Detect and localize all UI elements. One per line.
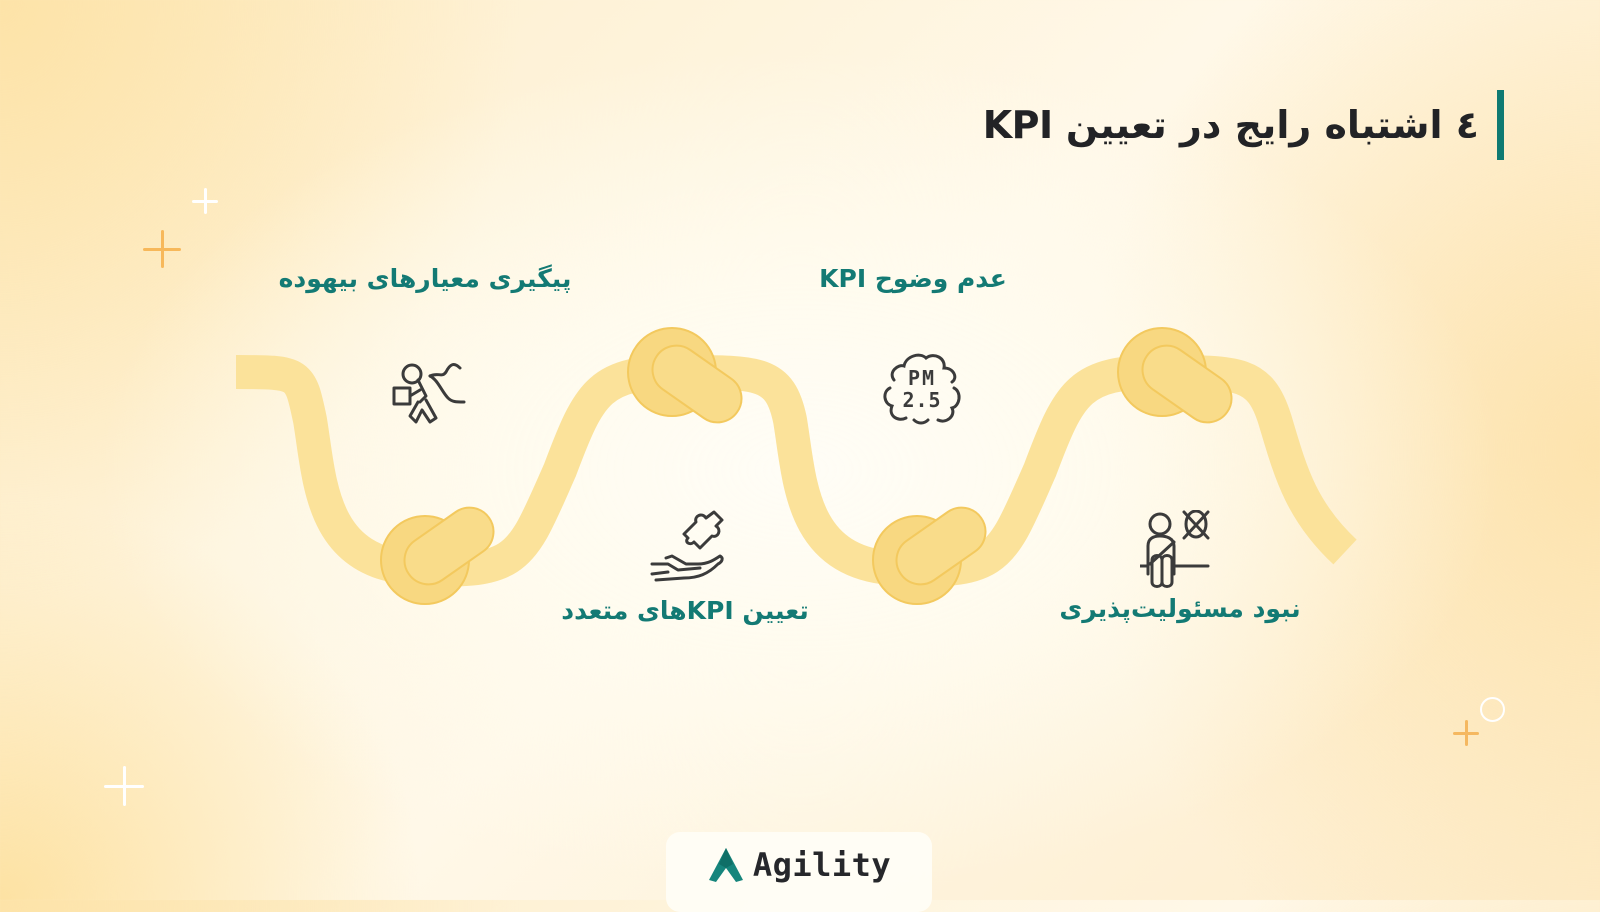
- decor-plus-orange-bottom: [1453, 720, 1479, 746]
- pm25-text-bottom: 2.5: [902, 388, 942, 412]
- mistake-label-useless-metrics: پیگیری معیارهای بیهوده: [278, 264, 572, 293]
- knot-3: [872, 506, 987, 605]
- title-accent-bar: [1497, 90, 1504, 160]
- mistake-label-too-many-kpis: تعیین KPIهای متعدد: [561, 596, 809, 625]
- page-title: ٤ اشتباه رایج در تعیین KPI: [982, 103, 1480, 147]
- decor-ring: [1480, 697, 1505, 722]
- hand-with-puzzle-icon: [650, 510, 724, 582]
- mistake-label-no-accountability: نبود مسئولیت‌پذیری: [1059, 594, 1301, 623]
- knot-4: [1117, 327, 1233, 424]
- pm25-cloud-icon: PM 2.5: [880, 350, 964, 432]
- pm25-text-top: PM: [907, 366, 937, 390]
- brand-footer: Agility: [666, 832, 932, 912]
- person-seatbelt-icon: [1140, 510, 1210, 588]
- agility-logo-icon: [708, 848, 743, 882]
- decor-plus-white-bottom: [104, 766, 144, 806]
- person-chasing-wind-icon: [392, 363, 466, 424]
- decor-plus-white-top: [192, 188, 218, 214]
- brand-name: Agility: [752, 846, 892, 884]
- knot-1: [380, 506, 495, 605]
- mistake-label-unclear-kpi: عدم وضوح KPI: [819, 264, 1007, 293]
- title-block: ٤ اشتباه رایج در تعیین KPI: [983, 90, 1504, 160]
- decor-plus-orange-top: [143, 230, 181, 268]
- knot-2: [627, 327, 743, 424]
